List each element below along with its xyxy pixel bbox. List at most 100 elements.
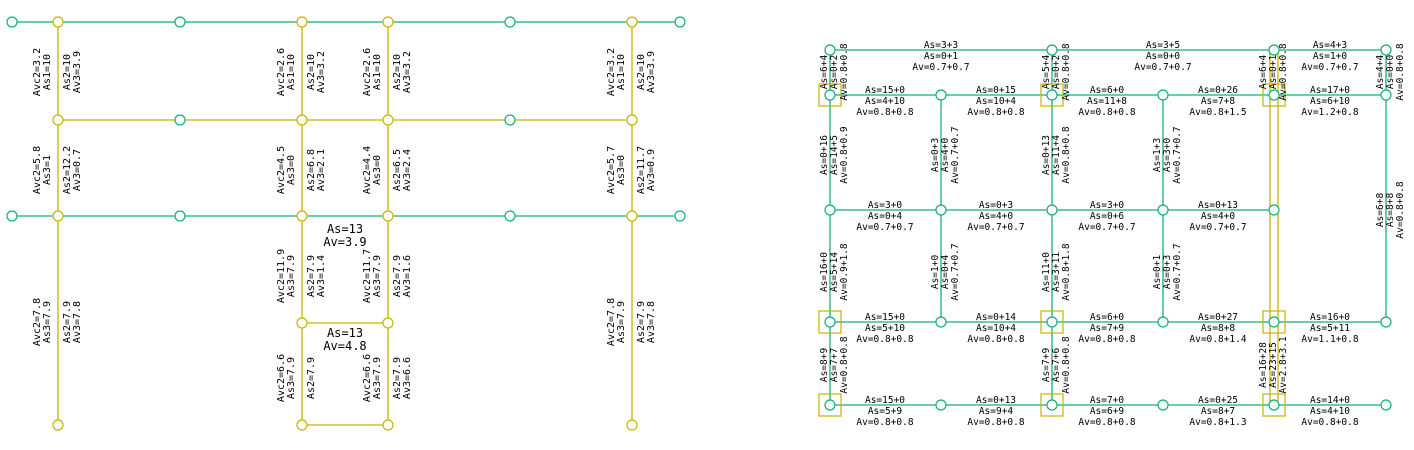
beam-label: As=1+0 bbox=[1313, 51, 1348, 62]
beam-label: As=6+0 bbox=[1090, 312, 1125, 323]
column-label: Avc2=4.4 bbox=[362, 146, 373, 194]
column-label: As1=10 bbox=[616, 54, 627, 90]
node-marker bbox=[382, 16, 394, 28]
node-marker bbox=[1268, 44, 1280, 56]
node-marker bbox=[1380, 399, 1392, 411]
column-label: As3=0 bbox=[372, 155, 383, 185]
beam-label: As=4+0 bbox=[940, 138, 951, 173]
beam-label: As=16+0 bbox=[1310, 312, 1350, 323]
beam-label: As=3+11 bbox=[1051, 252, 1062, 292]
beam-label: As=0+0 bbox=[1385, 55, 1396, 90]
beam-label: As=5+4 bbox=[1041, 55, 1052, 90]
node-marker bbox=[1268, 204, 1280, 216]
node-marker bbox=[1157, 204, 1169, 216]
beam-label: Av=0.8+0.8 bbox=[856, 107, 913, 118]
beam-label: As=7+6 bbox=[1051, 348, 1062, 383]
beam-label: As=1+3 bbox=[1152, 138, 1163, 172]
beam-label: As=8+8 bbox=[1201, 323, 1236, 334]
beam-label: Av=0.8+1.4 bbox=[1189, 334, 1246, 345]
beam-label: As=0+1 bbox=[1268, 55, 1279, 90]
node-marker bbox=[824, 44, 836, 56]
beam-label: Av=0.8+0.8 bbox=[967, 417, 1024, 428]
node-marker bbox=[52, 210, 64, 222]
beam-label: Av=0.7+0.7 bbox=[856, 222, 913, 233]
beam-label: As=5+10 bbox=[865, 323, 905, 334]
beam-label: Av=0.7+0.7 bbox=[1134, 62, 1191, 73]
column-label: Avc2=4.5 bbox=[276, 146, 287, 194]
beam-label: As=3+0 bbox=[1090, 200, 1125, 211]
node-marker bbox=[1380, 44, 1392, 56]
beam-label: As=0+13 bbox=[1198, 200, 1238, 211]
beam-label: Av=0.8+0.8 bbox=[1395, 181, 1406, 238]
column-label: As1=10 bbox=[286, 54, 297, 90]
beam-label: As=0+14 bbox=[976, 312, 1016, 323]
right-plan-diagram: As=3+3 As=0+1 Av=0.7+0.7 As=3+5 As=0+0 A… bbox=[818, 40, 1406, 428]
column-label: Av3=1.6 bbox=[402, 255, 413, 297]
beam-label: As=17+0 bbox=[1310, 85, 1350, 96]
beam-label: As=0+15 bbox=[976, 85, 1016, 96]
column-label: As1=10 bbox=[42, 54, 53, 90]
node-marker bbox=[1380, 89, 1392, 101]
beam-label: As=16+28 bbox=[1258, 342, 1269, 388]
beam-label: As=15+0 bbox=[865, 395, 905, 406]
beam-label: Av=0.7+0.7 bbox=[950, 243, 961, 300]
column-label: Avc2=6.6 bbox=[276, 354, 287, 402]
beam-label: As=4+3 bbox=[1313, 40, 1347, 51]
beam-label: As=4+0 bbox=[979, 211, 1014, 222]
column-label: Av3=3.2 bbox=[402, 51, 413, 93]
node-marker bbox=[296, 317, 308, 329]
beam-label: As=1+0 bbox=[930, 255, 941, 290]
node-marker bbox=[6, 16, 18, 28]
beam-label: As=0+13 bbox=[976, 395, 1016, 406]
column-label: As2=7.9 bbox=[306, 357, 317, 399]
beam-label: Av=0.8+0.9 bbox=[839, 126, 850, 183]
beam-label: As=3+5 bbox=[1146, 40, 1180, 51]
beam-label: Av=0.7+0.7 bbox=[1301, 62, 1358, 73]
beam-label: As=8+7 bbox=[1201, 406, 1235, 417]
beam-label: As=15+0 bbox=[865, 85, 905, 96]
beam-label: Av=0.8+1.5 bbox=[1189, 107, 1246, 118]
column-label: Av3=6.6 bbox=[402, 357, 413, 399]
column-label: As2=7.9 bbox=[392, 357, 403, 399]
beam-label: As=11+4 bbox=[1051, 135, 1062, 175]
beam-label: Av=0.8+0.8 bbox=[1395, 43, 1406, 100]
node-marker bbox=[1157, 399, 1169, 411]
column-label: Av3=3.2 bbox=[316, 51, 327, 93]
node-marker bbox=[174, 210, 186, 222]
beam-label: Av=0.7+0.7 bbox=[967, 222, 1024, 233]
node-marker bbox=[382, 114, 394, 126]
beam-label: As=6+4 bbox=[1258, 55, 1269, 90]
beam-label: As=0+16 bbox=[819, 135, 830, 175]
column-square bbox=[818, 393, 842, 417]
node-marker bbox=[1380, 316, 1392, 328]
node-marker bbox=[52, 419, 64, 431]
beam-label: As=6+8 bbox=[1375, 193, 1386, 228]
column-label: As2=7.9 bbox=[392, 255, 403, 297]
beam-label: As=0+1 bbox=[1152, 255, 1163, 290]
node-marker bbox=[626, 210, 638, 222]
beam-label: As=0+4 bbox=[940, 255, 951, 290]
column-label: Av3=0.9 bbox=[646, 149, 657, 191]
column-label: Av3=3.9 bbox=[646, 51, 657, 93]
beam-label: Av=2.8+3.1 bbox=[1278, 336, 1289, 393]
column-label: As2=6.5 bbox=[392, 149, 403, 191]
beam-label: As=8+9 bbox=[819, 348, 830, 383]
column-label: Av3=3.9 bbox=[72, 51, 83, 93]
node-marker bbox=[504, 210, 516, 222]
beam-label: As=6+0 bbox=[1090, 85, 1125, 96]
node-marker bbox=[52, 16, 64, 28]
column-square bbox=[1040, 83, 1064, 107]
beam-label: As=0+2 bbox=[1051, 55, 1062, 89]
column-label: As3=7.9 bbox=[286, 255, 297, 297]
node-marker bbox=[935, 89, 947, 101]
column-label: Avc2=2.6 bbox=[362, 48, 373, 96]
node-marker bbox=[382, 210, 394, 222]
beam-label: As=11+8 bbox=[1087, 96, 1127, 107]
beam-label: As=4+10 bbox=[865, 96, 905, 107]
beam-label: As=5+11 bbox=[1310, 323, 1350, 334]
beam-label: As=4+0 bbox=[1201, 211, 1236, 222]
column-label: As2=6.8 bbox=[306, 149, 317, 191]
node-marker bbox=[626, 419, 638, 431]
node-marker bbox=[1268, 89, 1280, 101]
